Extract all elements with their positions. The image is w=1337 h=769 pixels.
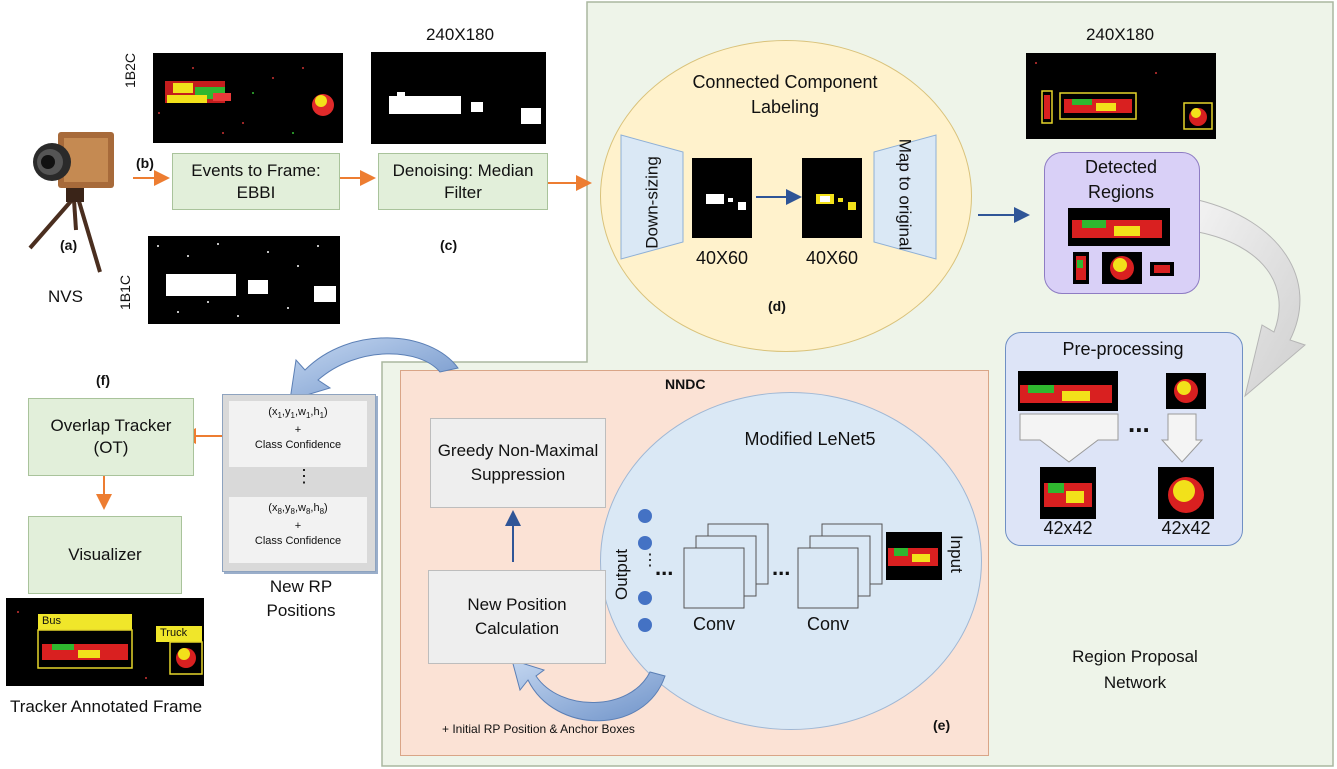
detected-crop-wide	[1068, 208, 1170, 246]
ccl-small-frame-b	[802, 158, 862, 238]
size-denoise: 240X180	[425, 25, 495, 44]
detected-title: Detected Regions	[1084, 157, 1158, 202]
pre-input-small	[1166, 373, 1206, 409]
label-c: (c)	[440, 237, 458, 253]
visualizer-box: Visualizer	[28, 516, 182, 594]
blue-curved-arrow-bottom	[511, 659, 666, 722]
event-frame-1b1c	[148, 236, 340, 324]
rp-first-plus: +	[294, 424, 302, 437]
pre-arrow-left	[1019, 413, 1119, 463]
nndc-title: NNDC	[665, 376, 706, 392]
new-position-box: New Position Calculation	[428, 570, 606, 664]
events-to-frame-box: Events to Frame: EBBI	[172, 153, 340, 210]
map-original-label: Map to original	[895, 138, 915, 251]
initial-rp-label: + Initial RP Position & Anchor Boxes	[442, 722, 635, 736]
output-neuron	[638, 536, 652, 550]
pre-input-wide	[1018, 371, 1118, 411]
greedy-nms-box: Greedy Non-Maximal Suppression	[430, 418, 606, 508]
conv-label-b: Conv	[806, 614, 850, 634]
size-small-a: 40X60	[695, 248, 749, 268]
pre-ellipsis: ...	[1128, 408, 1150, 438]
output-neuron	[638, 509, 652, 523]
tag-1b2c: 1B2C	[122, 52, 138, 88]
event-frame-1b2c	[153, 53, 343, 143]
downsizing-label: Down-sizing	[642, 156, 662, 249]
size-detected: 240X180	[1085, 25, 1155, 44]
rp-vellipsis: ⋮	[295, 466, 313, 486]
output-neuron	[638, 618, 652, 632]
rp-last-conf: Class Confidence	[254, 535, 342, 548]
denoising-box: Denoising: Median Filter	[378, 153, 548, 210]
detected-crop-tall	[1073, 252, 1089, 284]
downsizing-trapezoid	[620, 134, 684, 260]
camera-label: NVS	[48, 287, 83, 306]
detected-frame	[1026, 53, 1216, 139]
pre-output-a	[1040, 467, 1096, 519]
label-b: (b)	[136, 155, 154, 171]
output-neuron	[638, 591, 652, 605]
denoised-frame	[371, 52, 546, 144]
rp-positions-caption: New RP Positions	[266, 577, 336, 620]
label-a: (a)	[60, 237, 78, 253]
detected-crop-small	[1150, 262, 1174, 276]
label-f: (f)	[96, 372, 110, 388]
gray-curved-arrow	[1197, 199, 1306, 398]
label-d: (d)	[768, 298, 786, 314]
tag-1b1c: 1B1C	[117, 274, 133, 310]
input-label: Input	[947, 535, 966, 573]
size-small-b: 40X60	[805, 248, 859, 268]
bus-label: Bus	[42, 615, 61, 627]
rpn-title: Region Proposal Network	[1072, 647, 1198, 692]
preprocessing-title: Pre-processing	[1062, 339, 1184, 359]
rp-first-entry: (x1,y1,w1,h1) + Class Confidence	[229, 401, 367, 467]
tracker-frame-caption: Tracker Annotated Frame	[9, 697, 203, 716]
rp-first-conf: Class Confidence	[254, 439, 342, 452]
ccl-small-frame-a	[692, 158, 752, 238]
conv-label-a: Conv	[692, 614, 736, 634]
size-pre-a: 42x42	[1043, 518, 1093, 538]
conv-ellipsis: ...	[655, 555, 673, 580]
rp-last-plus: +	[294, 520, 302, 533]
size-pre-b: 42x42	[1161, 518, 1211, 538]
conv-layer	[797, 547, 859, 609]
overlap-tracker-box: Overlap Tracker (OT)	[28, 398, 194, 476]
conv-layer	[683, 547, 745, 609]
rp-first-tuple: (x1,y1,w1,h1)	[268, 406, 328, 421]
detected-crop-mid	[1102, 252, 1142, 284]
conv-ellipsis: ...	[772, 555, 790, 580]
truck-label: Truck	[160, 627, 188, 639]
rp-last-entry: (x8,y8,w8,h8) + Class Confidence	[229, 497, 367, 563]
lenet-title: Modified LeNet5	[744, 429, 876, 449]
rp-last-tuple: (x8,y8,w8,h8)	[268, 502, 328, 517]
label-e: (e)	[933, 717, 951, 733]
map-original-trapezoid	[873, 134, 937, 260]
output-ellipsis: ⋮	[642, 552, 658, 569]
pre-output-b	[1158, 467, 1214, 519]
tracker-annotated-frame	[6, 598, 204, 686]
ccl-title: Connected Component Labeling	[692, 72, 878, 117]
pre-arrow-right	[1160, 413, 1204, 463]
lenet-input-image	[886, 532, 942, 580]
output-label: Output	[612, 548, 631, 600]
